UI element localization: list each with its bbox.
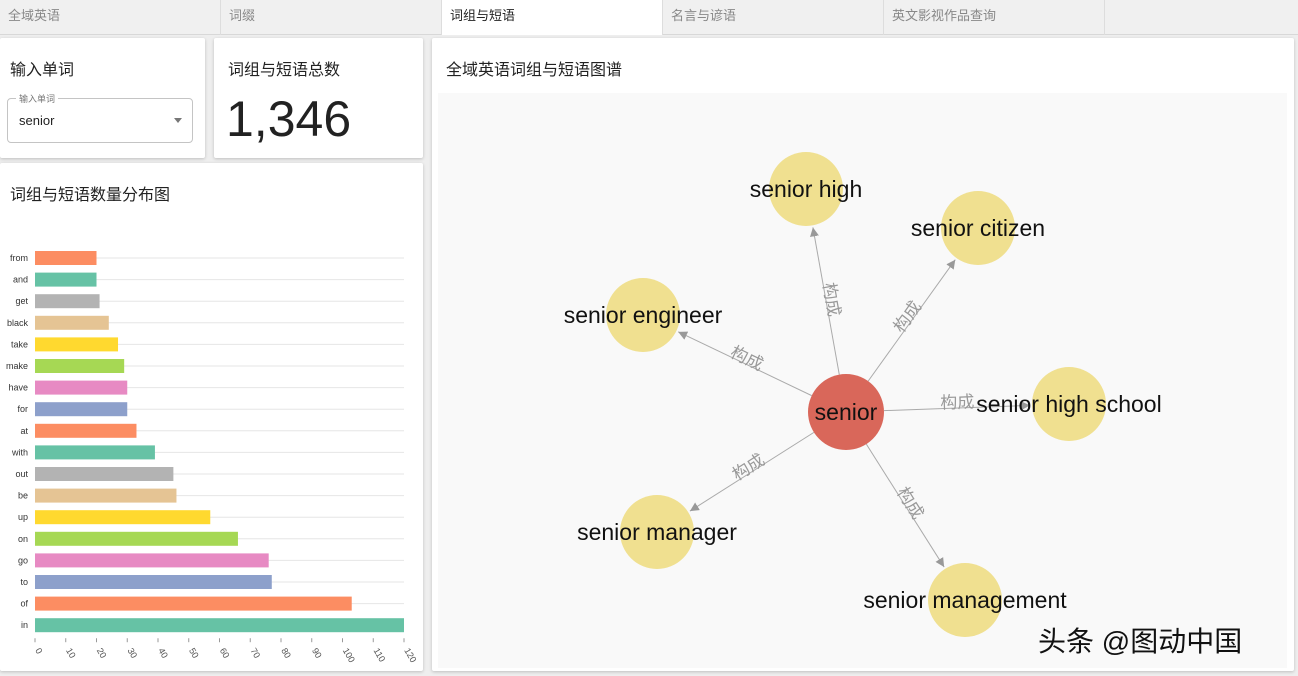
node-center-label: senior	[815, 399, 878, 425]
node-label: senior engineer	[564, 302, 723, 328]
bar-label: have	[8, 383, 28, 393]
bar-label: and	[13, 275, 28, 285]
bar-label: go	[18, 555, 28, 565]
node-label: senior high school	[976, 391, 1161, 417]
phrase-graph: 构成构成构成构成构成构成senior highsenior citizensen…	[438, 93, 1287, 668]
input-card-title: 输入单词	[10, 62, 75, 79]
bar-chart: from and get black take make have for at with out b…	[6, 251, 418, 664]
node-leaf	[606, 278, 680, 352]
bar-label: out	[15, 469, 28, 479]
bar-have	[35, 380, 128, 395]
bar-chart-title: 词组与短语数量分布图	[10, 187, 171, 204]
bar-label: black	[7, 318, 29, 328]
bar-chart-card: 词组与短语数量分布图 from and get black take make have fo…	[0, 163, 423, 671]
word-select[interactable]: 输入单词 senior	[7, 92, 193, 143]
word-select-label: 输入单词	[16, 92, 59, 105]
bar-label: on	[18, 534, 28, 544]
bar-at	[35, 423, 137, 438]
bar-make	[35, 359, 125, 373]
x-tick-label: 100	[341, 646, 357, 664]
bar-get	[35, 294, 100, 309]
bar-of	[35, 596, 352, 611]
total-count: 1,346	[226, 91, 352, 147]
edge	[883, 401, 1031, 412]
bar-go	[35, 553, 269, 568]
x-tick-label: 90	[310, 646, 324, 660]
tab-2[interactable]: 词组与短语	[442, 0, 663, 35]
x-tick-label: 30	[126, 646, 140, 660]
x-tick-label: 70	[249, 646, 263, 660]
bar-and	[35, 272, 97, 287]
tab-3[interactable]: 名言与谚语	[663, 0, 884, 35]
input-word-card: 输入单词 输入单词 senior	[0, 38, 205, 158]
tab-1[interactable]: 词缀	[221, 0, 442, 35]
bar-label: of	[20, 599, 28, 609]
x-tick-label: 110	[372, 646, 388, 663]
bar-label: be	[18, 491, 28, 501]
x-tick-label: 0	[33, 646, 44, 655]
tab-bar: 全域英语词缀词组与短语名言与谚语英文影视作品查询	[0, 0, 1298, 35]
node-center	[808, 374, 884, 450]
bar-for	[35, 402, 128, 417]
x-tick-label: 80	[279, 646, 293, 660]
tab-0[interactable]: 全域英语	[0, 0, 221, 35]
bar-label: for	[17, 404, 28, 414]
edge	[689, 431, 815, 512]
node-leaf	[620, 495, 694, 569]
total-card-title: 词组与短语总数	[228, 62, 341, 79]
node-leaf	[941, 191, 1015, 265]
x-tick-label: 10	[64, 646, 78, 660]
node-leaf	[769, 152, 843, 226]
x-tick-label: 50	[187, 646, 201, 660]
node-label: senior high	[750, 176, 863, 202]
bar-from	[35, 251, 97, 265]
x-tick-label: 20	[95, 646, 109, 660]
bar-out	[35, 467, 174, 481]
bar-label: make	[6, 361, 28, 371]
x-tick-label: 60	[218, 646, 232, 660]
total-card: 词组与短语总数 1,346	[214, 38, 423, 158]
bar-take	[35, 337, 119, 352]
graph-title: 全域英语词组与短语图谱	[446, 62, 623, 79]
watermark: 头条 @图动中国	[1038, 626, 1243, 657]
bar-label: with	[11, 447, 28, 457]
bar-label: take	[11, 339, 28, 349]
edge	[867, 259, 956, 382]
bar-label: from	[10, 253, 28, 263]
chevron-down-icon[interactable]	[174, 118, 182, 123]
bar-be	[35, 488, 177, 503]
bar-label: in	[21, 620, 28, 630]
node-leaf	[1032, 367, 1106, 441]
word-select-value: senior	[19, 113, 55, 128]
node-label: senior manager	[577, 519, 737, 545]
node-label: senior citizen	[911, 215, 1045, 241]
node-label: senior management	[863, 587, 1067, 613]
edge	[810, 227, 840, 375]
x-tick-label: 120	[402, 646, 418, 664]
node-leaf	[928, 563, 1002, 637]
x-tick-label: 40	[156, 646, 170, 660]
edge	[865, 443, 945, 568]
bar-label: to	[20, 577, 28, 587]
bar-with	[35, 445, 155, 460]
bar-label: get	[15, 296, 28, 306]
bar-label: at	[20, 426, 28, 436]
bar-on	[35, 531, 238, 546]
bar-to	[35, 575, 272, 589]
bar-black	[35, 315, 109, 330]
edge	[677, 331, 812, 397]
bar-label: up	[18, 512, 28, 522]
bar-in	[35, 618, 404, 633]
edge-label: 构成	[940, 392, 975, 412]
bar-up	[35, 510, 211, 525]
tab-4[interactable]: 英文影视作品查询	[884, 0, 1105, 35]
